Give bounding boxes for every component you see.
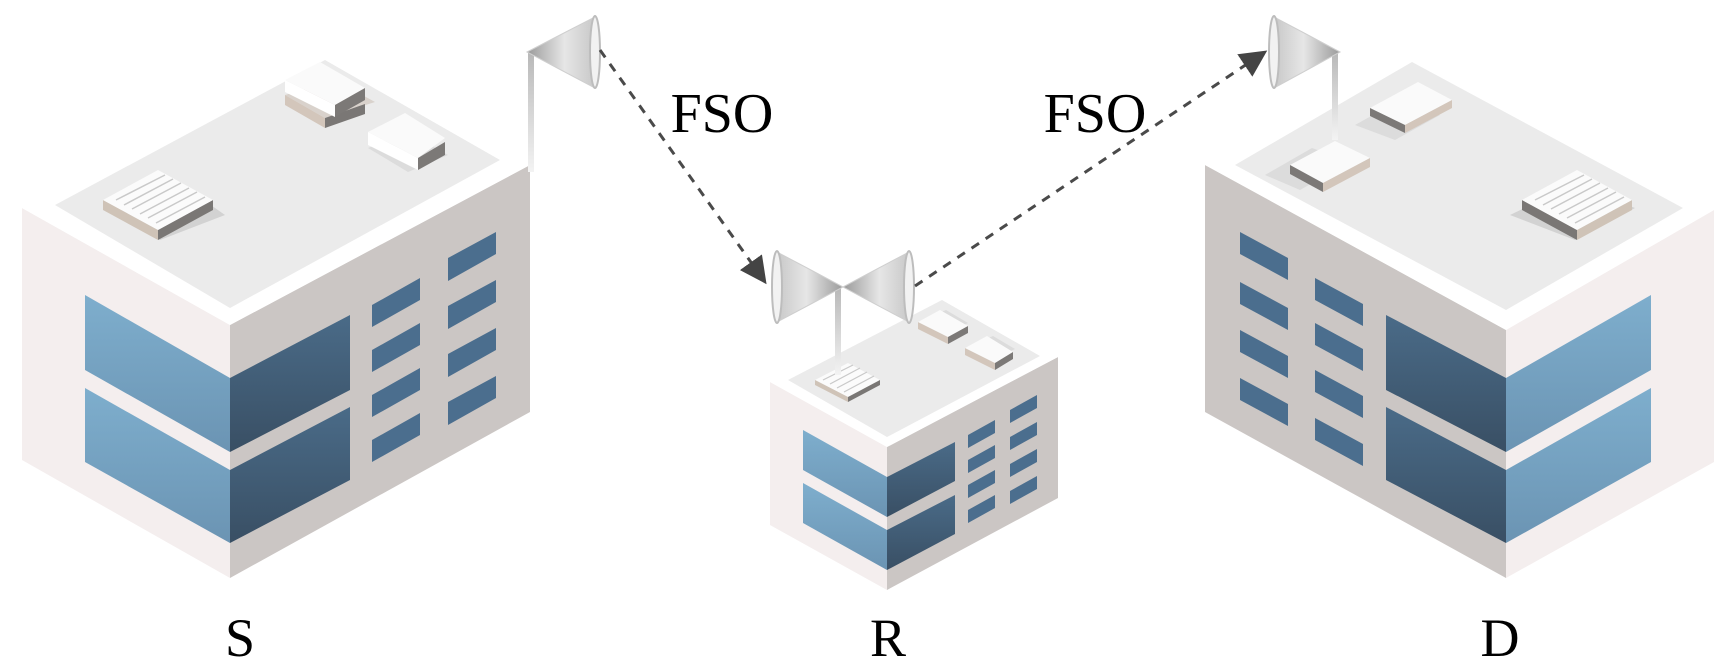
building-d-glass-right-lower: [1506, 388, 1651, 543]
building-s-fso-transceiver: [525, 15, 601, 89]
fso-link-label: FSO: [671, 83, 774, 145]
building-r-glass-right-lower: [887, 495, 955, 570]
building-d-fso-transceiver: [1268, 15, 1342, 89]
fso-link-label: FSO: [1044, 83, 1147, 145]
building-s: [22, 15, 601, 578]
building-d-windows: [1240, 232, 1363, 466]
building-r-glass-left-lower: [803, 483, 887, 570]
building-d-glass-right-upper: [1506, 295, 1651, 452]
building-r: [770, 250, 1058, 590]
building-s-glass-right-lower: [230, 407, 350, 543]
building-s-glass-right-upper: [230, 315, 350, 452]
building-d-glass-left-upper: [1386, 315, 1506, 452]
building-r-glass-left-upper: [803, 430, 887, 517]
building-s-rooftop-unit: [285, 62, 375, 128]
building-d-glass-left-lower: [1386, 407, 1506, 543]
fso-link-r-to-d: [914, 50, 1268, 288]
building-d-rooftop-unit: [1355, 82, 1452, 140]
node-label-s: S: [225, 608, 255, 668]
building-r-rooftop-unit: [965, 336, 1015, 370]
building-s-antenna-mast: [528, 52, 534, 172]
building-r-glass-right-upper: [887, 442, 955, 517]
node-label-r: R: [870, 608, 906, 668]
node-label-d: D: [1481, 608, 1520, 668]
building-r-rooftop-unit: [918, 310, 968, 344]
building-s-windows: [372, 232, 496, 462]
fso-link-s-to-r: [598, 49, 767, 285]
building-d-roof: [1235, 62, 1683, 310]
building-r-fso-transceiver-left: [771, 250, 845, 324]
building-r-rooftop-vent: [815, 363, 880, 402]
building-s-rooftop-vent: [103, 170, 225, 240]
building-d-rooftop-unit: [1265, 141, 1370, 192]
building-r-fso-transceiver-right: [841, 250, 915, 324]
building-r-windows: [968, 395, 1037, 523]
building-s-rooftop-unit: [368, 113, 448, 172]
building-d: [1205, 15, 1714, 578]
building-s-glass-left-upper: [85, 295, 230, 452]
building-d-antenna-mast: [1332, 52, 1338, 140]
building-r-antenna-mast: [835, 287, 841, 375]
building-d-rooftop-vent: [1510, 170, 1635, 240]
building-s-glass-left-lower: [85, 388, 230, 543]
building-r-roof: [788, 300, 1040, 437]
